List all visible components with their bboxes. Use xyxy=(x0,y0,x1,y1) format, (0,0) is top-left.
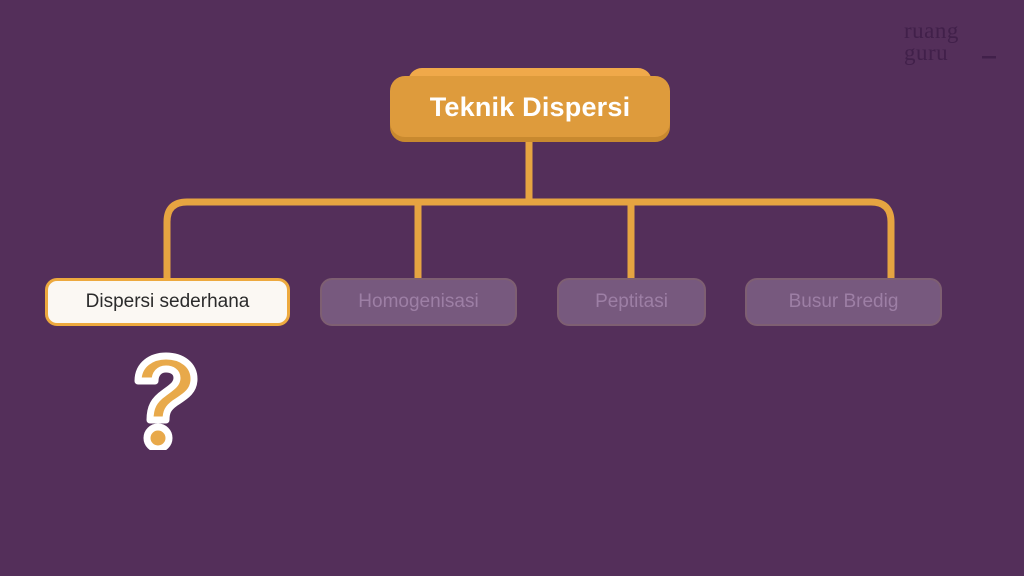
node-busur-bredig[interactable]: Busur Bredig xyxy=(745,278,942,326)
root-node-face: Teknik Dispersi xyxy=(390,76,670,142)
root-node-label: Teknik Dispersi xyxy=(429,92,631,122)
node-homogenisasi[interactable]: Homogenisasi xyxy=(320,278,517,326)
question-mark-icon xyxy=(118,350,214,450)
node-label: Busur Bredig xyxy=(788,290,899,312)
logo-line-1: ruang xyxy=(904,18,959,43)
node-label: Dispersi sederhana xyxy=(85,290,250,312)
question-mark-dot xyxy=(143,423,173,450)
connector-bus xyxy=(163,198,895,278)
node-peptitasi[interactable]: Peptitasi xyxy=(557,278,706,326)
node-teknik-dispersi[interactable]: Teknik Dispersi xyxy=(390,68,670,142)
node-label: Peptitasi xyxy=(595,290,668,312)
question-mark-hook xyxy=(134,352,198,424)
logo-line-2: guru xyxy=(904,40,948,65)
question-mark-glyph xyxy=(134,352,198,450)
node-label: Homogenisasi xyxy=(358,290,479,312)
logo-underscore xyxy=(982,56,996,59)
node-dispersi-sederhana[interactable]: Dispersi sederhana xyxy=(45,278,290,326)
ruangguru-logo: ruang guru xyxy=(896,14,1006,70)
ruangguru-logo-glyph: ruang guru xyxy=(904,18,996,65)
